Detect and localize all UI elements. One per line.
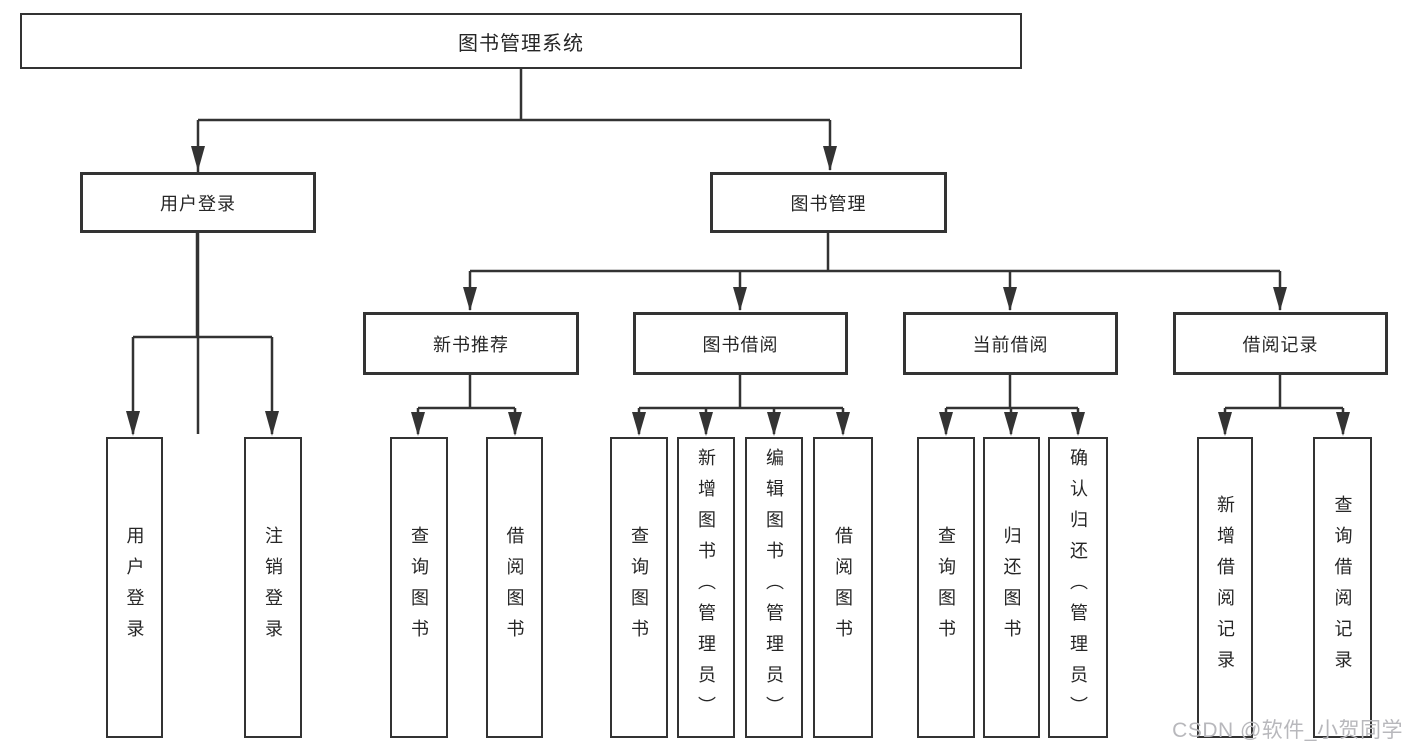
- node-leaf-bb-edit-books-admin: 编辑图书（管理员）: [745, 437, 803, 738]
- connector-book-mgmt-to-children: [468, 233, 1282, 310]
- arrowhead-icon: [939, 412, 953, 436]
- connector-new-book-rec-to-children: [416, 375, 517, 434]
- node-leaf-br-query-record: 查询借阅记录: [1313, 437, 1372, 738]
- connector-book-borrow-to-children: [637, 375, 845, 434]
- arrowhead-icon: [823, 146, 837, 171]
- arrowhead-icon: [1003, 287, 1017, 311]
- arrowhead-icon: [1004, 412, 1018, 436]
- node-book-management: 图书管理: [710, 172, 947, 233]
- csdn-watermark: CSDN @软件_小贺同学: [1172, 719, 1403, 742]
- arrowhead-icon: [733, 287, 747, 311]
- node-leaf-br-add-record: 新增借阅记录: [1197, 437, 1253, 738]
- arrowhead-icon: [1071, 412, 1085, 436]
- node-leaf-cb-query-books: 查询图书: [917, 437, 975, 738]
- arrowhead-icon: [1273, 287, 1287, 311]
- arrowhead-icon: [699, 412, 713, 436]
- connector-user-login-to-children: [131, 233, 274, 434]
- node-borrow-records: 借阅记录: [1173, 312, 1388, 375]
- arrowhead-icon: [463, 287, 477, 311]
- arrowhead-icon: [411, 412, 425, 436]
- arrowhead-icon: [836, 412, 850, 436]
- connector-root-to-level2: [196, 69, 832, 434]
- node-leaf-rec-query-books: 查询图书: [390, 437, 448, 738]
- node-leaf-bb-query-books: 查询图书: [610, 437, 668, 738]
- connector-borrow-records-to-children: [1223, 375, 1345, 434]
- arrowhead-icon: [508, 412, 522, 436]
- arrowhead-icon: [126, 411, 140, 436]
- node-leaf-user-login: 用户登录: [106, 437, 163, 738]
- arrowhead-icon: [1218, 412, 1232, 436]
- node-leaf-logout: 注销登录: [244, 437, 302, 738]
- node-leaf-bb-add-books-admin: 新增图书（管理员）: [677, 437, 735, 738]
- node-root-system: 图书管理系统: [20, 13, 1022, 69]
- node-leaf-rec-borrow-books: 借阅图书: [486, 437, 543, 738]
- arrowhead-icon: [1336, 412, 1350, 436]
- arrowheads: [126, 146, 1350, 436]
- arrowhead-icon: [632, 412, 646, 436]
- node-leaf-bb-borrow-books: 借阅图书: [813, 437, 873, 738]
- node-user-login: 用户登录: [80, 172, 316, 233]
- node-leaf-cb-confirm-return-admin: 确认归还（管理员）: [1048, 437, 1108, 738]
- arrowhead-icon: [265, 411, 279, 436]
- arrowhead-icon: [767, 412, 781, 436]
- arrowhead-icon: [191, 146, 205, 171]
- node-book-borrow: 图书借阅: [633, 312, 848, 375]
- node-new-book-recommend: 新书推荐: [363, 312, 579, 375]
- node-leaf-cb-return-books: 归还图书: [983, 437, 1040, 738]
- node-current-borrow: 当前借阅: [903, 312, 1118, 375]
